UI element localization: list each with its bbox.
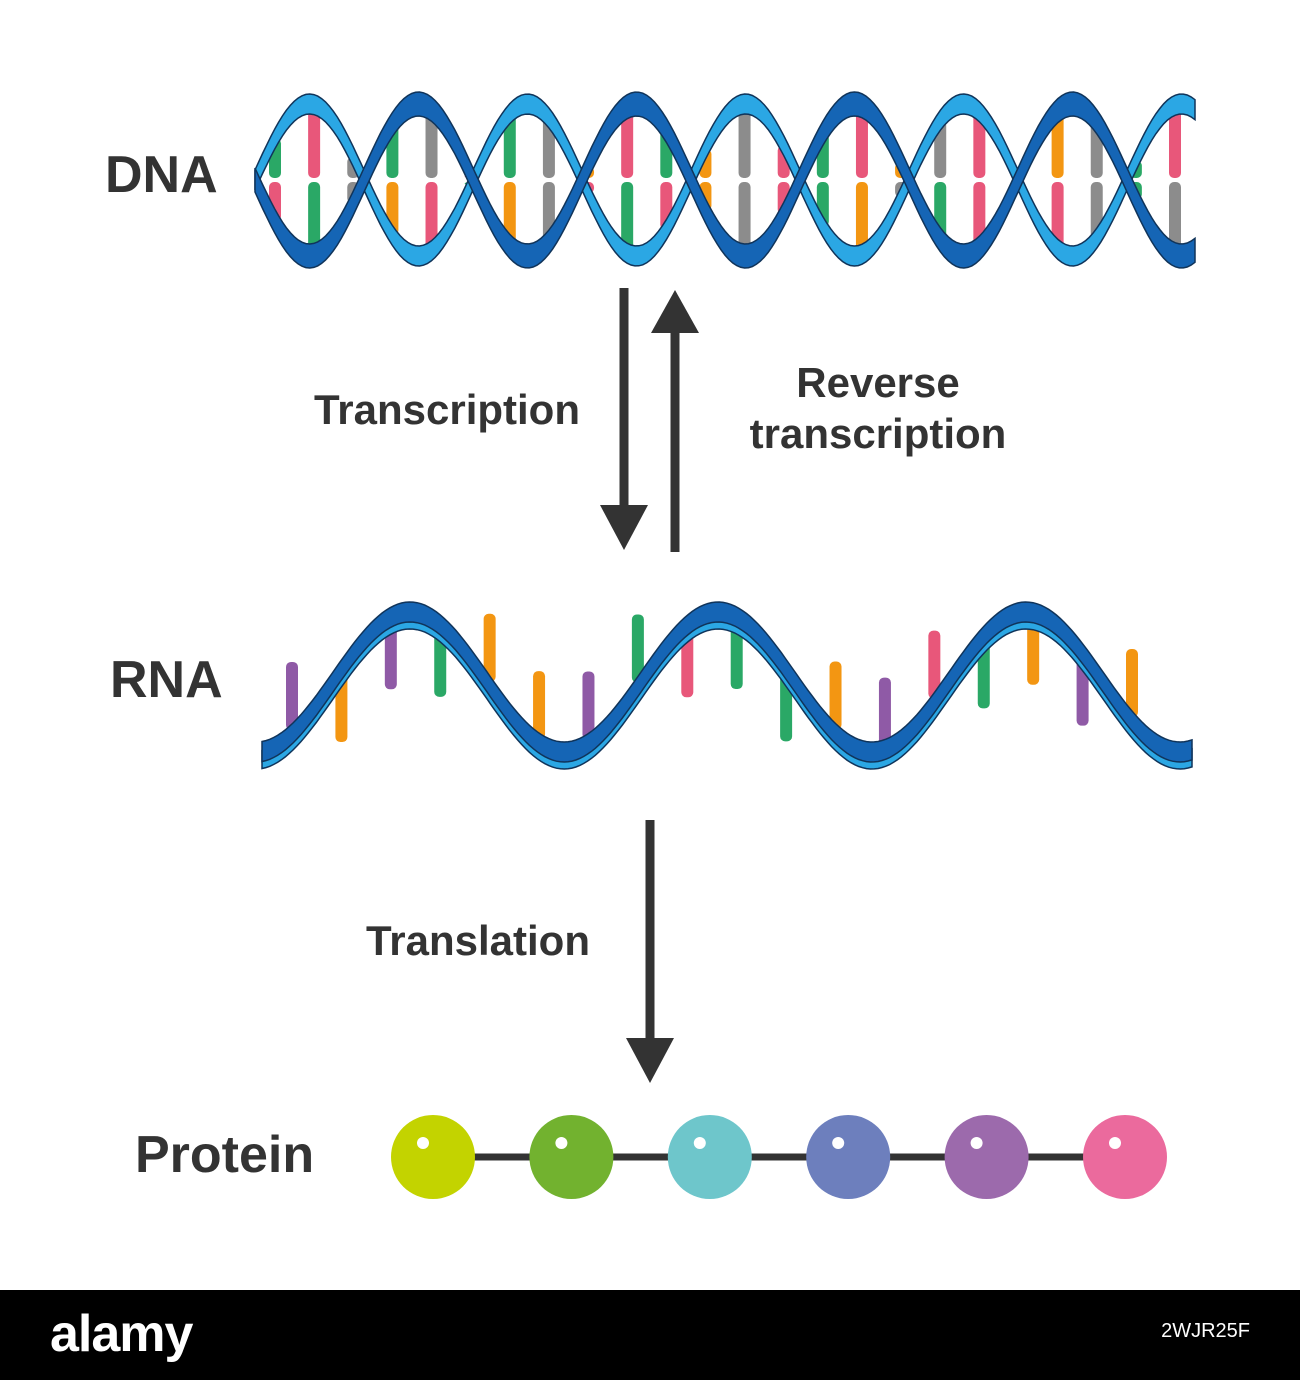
alamy-logo: alamy [50,1305,193,1363]
rna-base [384,621,397,690]
dna-base [621,106,634,178]
rna-base [829,661,842,730]
rna-base [631,614,644,683]
translation-label: Translation [366,917,590,964]
amino-acid-bead [667,1115,752,1199]
rna-strand-outer [261,601,1193,763]
rna-base [1027,616,1040,685]
dna-base [855,105,868,178]
amino-acid-bead [806,1115,891,1199]
dna-base [308,182,321,256]
amino-acid-beads [391,1115,1167,1199]
bead-highlight [970,1137,983,1149]
dna-base [503,113,516,178]
translation-arrow [626,820,674,1083]
protein-label: Protein [135,1126,314,1184]
rna-base [434,628,447,697]
image-id: 2WJR25F [1161,1320,1250,1342]
rna-base [681,629,694,698]
rna-base [286,661,298,730]
dna-base [973,111,986,178]
transcription-arrow [600,288,648,550]
rna-strand-inner [261,610,1193,770]
reverse-transcription-arrow [651,290,699,552]
amino-acid-bead [391,1115,475,1199]
bead-highlight [832,1137,845,1149]
dna-base [621,182,634,254]
rna-base [730,621,743,690]
dna-base [1169,105,1181,178]
rna-strand [261,601,1193,770]
dna-strand-back [254,93,1196,267]
amino-acid-bead [529,1115,614,1199]
footer-bar: alamy 2WJR25F [0,1290,1300,1380]
reverse-transcription-label-line1: Reverse [796,359,959,406]
dna-base [1051,110,1064,178]
rna-base [483,613,496,682]
dna-base [308,104,321,178]
central-dogma-diagram: DNA Transcription Reverse transcription … [105,91,1196,1199]
dna-strands [254,91,1196,269]
dna-base [973,182,986,249]
dna-base [855,182,868,255]
rna-base [533,671,546,740]
amino-acid-bead [944,1115,1029,1199]
dna-double-helix [254,91,1196,269]
rna-base [582,671,595,740]
amino-acid-bead [1083,1115,1167,1199]
dna-base [425,109,438,178]
bead-highlight [693,1137,706,1149]
bead-highlight [1109,1137,1121,1149]
dna-base [1169,182,1181,255]
dna-label: DNA [105,146,218,204]
rna-base [928,630,941,699]
bead-highlight [417,1137,429,1149]
rna-label: RNA [110,651,223,709]
bead-highlight [555,1137,568,1149]
dna-base [738,182,751,256]
dna-base [425,182,438,251]
rna-bases [286,613,1138,746]
rna-base [1126,649,1138,718]
dna-base [1051,182,1064,250]
rna-base [878,677,891,746]
dna-strand-front [254,91,1196,269]
transcription-label: Transcription [314,386,580,433]
reverse-transcription-label-line2: transcription [750,410,1007,457]
dna-base [738,104,751,178]
rna-single-strand [261,601,1193,770]
